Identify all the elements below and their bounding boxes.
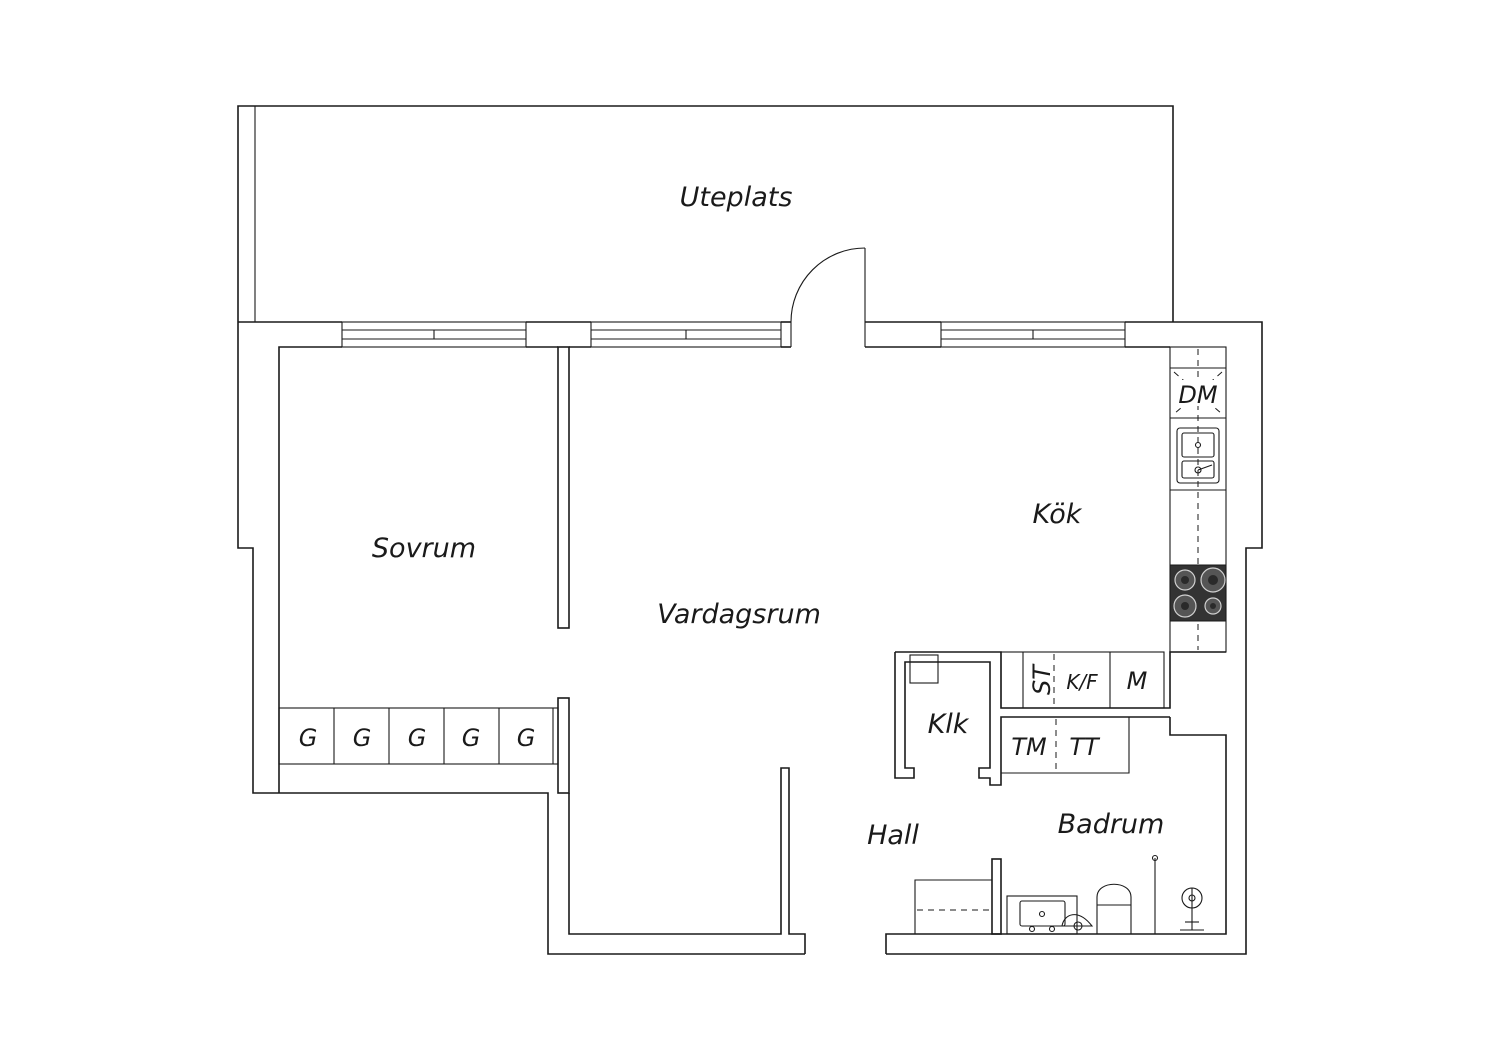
exterior-wall: [237, 321, 1263, 955]
room-label-uteplats: Uteplats: [680, 182, 793, 213]
balcony-door: [790, 247, 866, 347]
wardrobe-label-2: G: [353, 724, 372, 752]
wardrobe-label-4: G: [462, 724, 481, 752]
interior-wall-outline: [278, 346, 1227, 954]
kitchen-sink-icon: [1176, 427, 1220, 484]
bedroom-partition: [557, 346, 570, 794]
bathroom-vanity-icon: [1006, 895, 1078, 935]
washbasin-tap-icon: [1061, 914, 1094, 931]
room-label-kok: Kök: [1033, 499, 1083, 530]
window-vardagsrum: [590, 321, 782, 348]
terrace-outline: [237, 105, 1174, 322]
cabinet-row-upper: [1000, 651, 1165, 709]
stove-icon: [1169, 564, 1227, 622]
bathroom-partition: [991, 858, 1002, 935]
dishwasher-label: DM: [1178, 381, 1217, 409]
kf-label: K/F: [1066, 670, 1098, 694]
st-label: ST: [1028, 663, 1056, 695]
room-label-klk: Klk: [928, 709, 970, 740]
room-label-hall: Hall: [867, 820, 919, 851]
towel-rail-icon: [1151, 854, 1159, 934]
hall-shelf: [914, 879, 992, 934]
room-label-sovrum: Sovrum: [372, 533, 476, 564]
room-label-badrum: Badrum: [1058, 809, 1165, 840]
tt-label: TT: [1069, 733, 1101, 761]
wardrobe-label-3: G: [408, 724, 427, 752]
tm-label: TM: [1011, 733, 1047, 761]
toilet-icon: [1096, 883, 1132, 934]
shower-icon: [1180, 887, 1204, 931]
wardrobe-label-5: G: [517, 724, 536, 752]
window-sovrum: [341, 321, 527, 348]
wardrobe-label-1: G: [299, 724, 318, 752]
wardrobe-row: [278, 707, 559, 765]
m-label: M: [1127, 667, 1148, 695]
laundry-machines: [1001, 716, 1130, 774]
window-kok: [940, 321, 1126, 348]
room-label-vardagsrum: Vardagsrum: [657, 599, 821, 630]
